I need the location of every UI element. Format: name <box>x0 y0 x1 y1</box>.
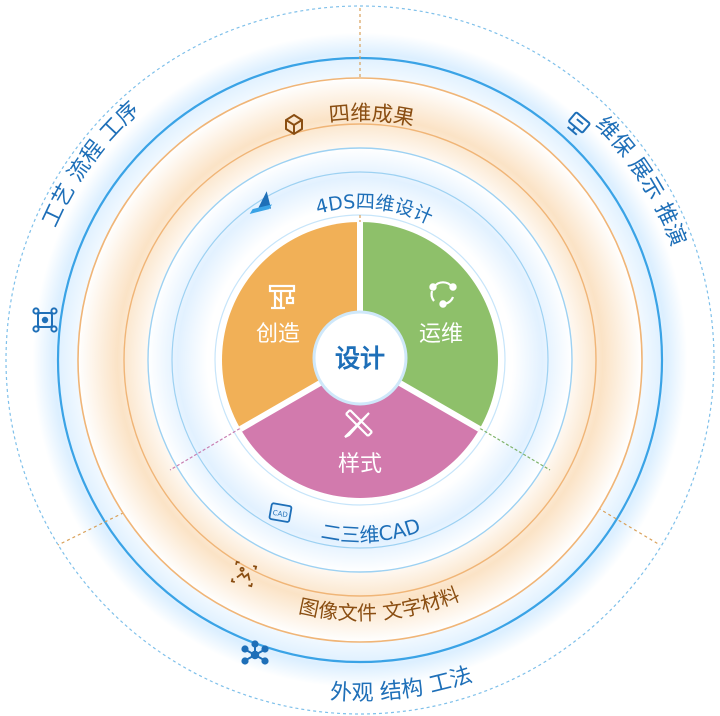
ruler-pencil-icon <box>344 409 373 438</box>
network-icon <box>241 640 269 665</box>
segment-operate-label: 运维 <box>419 322 463 347</box>
outer-dashed-ring <box>5 5 715 715</box>
center-circle <box>312 310 408 406</box>
svg-text:CAD: CAD <box>272 509 288 519</box>
cycle-icon <box>429 281 457 308</box>
segment-style-label: 样式 <box>338 452 382 477</box>
segment-create-label: 创造 <box>256 322 300 347</box>
process-icon <box>32 307 58 333</box>
orange-inner-ring <box>123 123 597 597</box>
orange-outer-ring <box>77 77 643 643</box>
4ds-logo-icon <box>249 191 273 215</box>
inner-blue-mid-ring <box>171 171 549 549</box>
screen-icon <box>566 111 591 136</box>
inner-blue-outer-ring <box>147 147 573 573</box>
cad-file-icon: CAD <box>268 502 293 523</box>
image-scan-icon <box>230 560 258 588</box>
center-label: 设计 <box>335 344 385 373</box>
cube-icon <box>285 113 303 136</box>
crane-icon <box>268 284 296 310</box>
